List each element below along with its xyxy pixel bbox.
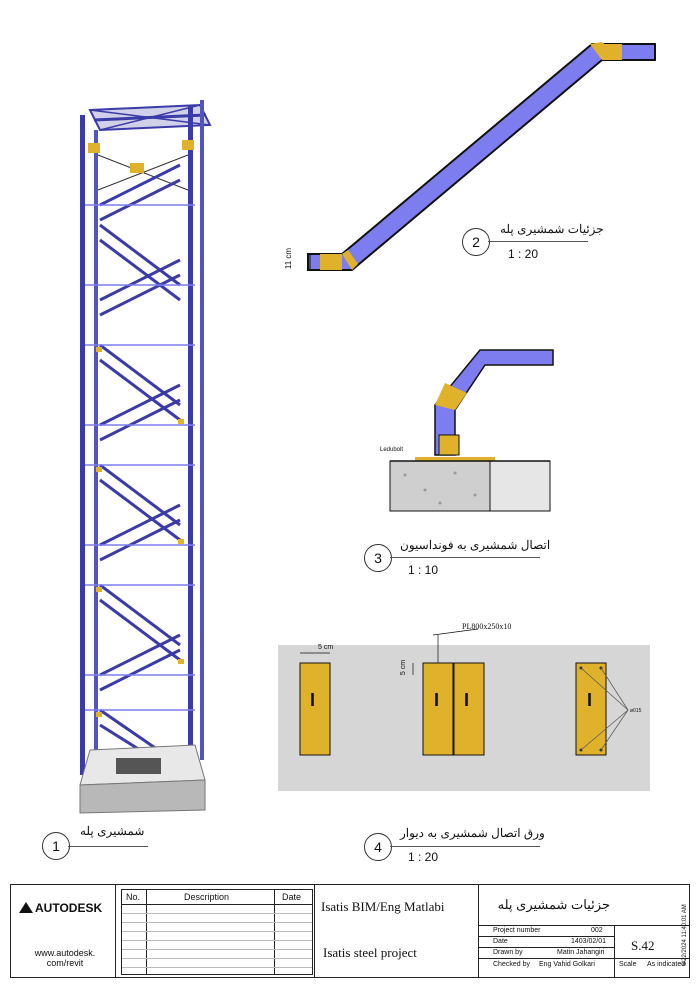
company-name: Isatis BIM/Eng Matlabi (321, 899, 445, 914)
view3-title-line (390, 557, 540, 558)
project-number: 002 (591, 927, 603, 934)
view4-bolt-label: ø015 (630, 708, 642, 714)
sheet-title: جزئیات شمشیری پله (497, 897, 610, 912)
brand-name: AUTODESK (35, 901, 103, 915)
revision-table: No. Description Date (121, 889, 313, 975)
checked-by-label: Checked by (493, 961, 530, 968)
scale-value: As indicated (647, 961, 686, 968)
print-timestamp: 5/22/2024 11:40:01 AM (681, 904, 688, 966)
view2-scale: 1 : 20 (508, 247, 539, 261)
view4-i-mark-3: I (464, 690, 470, 710)
view4-dim-vertical: 5 cm (400, 659, 408, 676)
view3-foundation-connection[interactable] (385, 345, 555, 515)
view4-plates[interactable] (278, 615, 650, 795)
rev-header-description: Description (184, 892, 230, 902)
view4-dim-horizontal: 5 cm (318, 644, 334, 651)
rev-header-no: No. (126, 892, 141, 902)
date-label: Date (493, 938, 508, 945)
view4-plate-label: PL800x250x10 (462, 622, 512, 631)
checked-by-value: Eng Vahid Golkari (539, 961, 595, 968)
autodesk-logo-icon (19, 902, 33, 913)
view1-stair-tower-3d[interactable] (70, 85, 230, 820)
view4-i-mark-2: I (434, 690, 440, 710)
view2-number[interactable]: 2 (462, 228, 490, 256)
view3-title: اتصال شمشیری به فونداسیون (400, 538, 551, 552)
view4-title-line (390, 846, 540, 847)
view4-scale: 1 : 20 (408, 850, 439, 864)
date-value: 1403/02/01 (571, 938, 607, 945)
brand-cell: AUTODESK www.autodesk. com/revit (11, 885, 116, 977)
view1-title-line (68, 846, 148, 847)
view1-title: شمشیری پله (80, 824, 145, 838)
scale-label: Scale (619, 961, 637, 968)
view2-stringer-detail[interactable] (300, 38, 660, 278)
view3-number[interactable]: 3 (364, 544, 392, 572)
rev-header-date: Date (282, 892, 302, 902)
view4-i-mark-4: I (587, 690, 593, 710)
view4-number[interactable]: 4 (364, 833, 392, 861)
drawn-by-label: Drawn by (493, 949, 523, 956)
company-cell: Isatis BIM/Eng Matlabi Isatis steel proj… (314, 885, 479, 977)
project-number-label: Project number (493, 927, 541, 934)
view1-number[interactable]: 1 (42, 832, 70, 860)
view2-title-line (488, 241, 588, 242)
title-block: AUTODESK www.autodesk. com/revit No. Des… (10, 884, 690, 978)
view2-title: جزئیات شمشیری پله (500, 222, 604, 236)
view2-dim-11cm: 11 cm (284, 247, 294, 270)
view4-i-mark-1: I (310, 690, 316, 710)
drawn-by-value: Matin Jahangiri (557, 949, 605, 956)
project-name: Isatis steel project (323, 945, 417, 960)
brand-url[interactable]: www.autodesk. com/revit (34, 948, 96, 968)
sheet-info-cell: جزئیات شمشیری پله Project number 002 Dat… (478, 885, 690, 977)
view3-anchor-tag: Ledubolt (380, 447, 404, 453)
sheet-number: S.42 (631, 938, 655, 953)
view3-scale: 1 : 10 (408, 563, 439, 577)
view4-title: ورق اتصال شمشیری به دیوار (400, 826, 545, 840)
